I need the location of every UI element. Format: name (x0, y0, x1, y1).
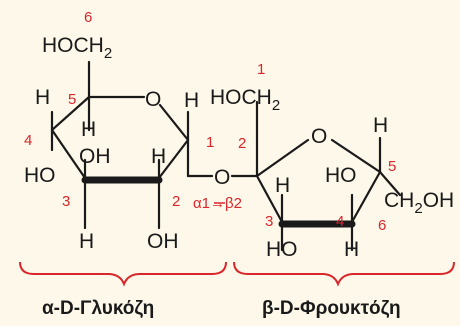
bond-o-c5 (330, 138, 382, 174)
bond-c1-c2 (157, 138, 190, 180)
fructose-num-c3: 3 (265, 213, 273, 230)
glucose-num-c2: 2 (172, 193, 180, 210)
fructose-num-c6: 6 (378, 217, 386, 234)
bond-c2-c3 (255, 174, 284, 224)
fructose-num-c2: 2 (238, 135, 246, 152)
glucose-c5-h-label: H (35, 86, 50, 109)
bond-c5-c6 (378, 170, 402, 197)
fructose-ring-oxygen: O (311, 125, 327, 148)
fructose-num-c5: 5 (388, 158, 396, 175)
glucose-c3-oh-label: OH (79, 145, 111, 168)
glucose-num-c5: 5 (68, 91, 76, 108)
glucose-c4-h-label: H (81, 118, 96, 141)
glycosidic-oxygen: O (214, 166, 230, 189)
glucose-num-c3: 3 (62, 193, 70, 210)
bond-c4-c5 (50, 95, 91, 132)
fructose-c5-h-label: H (373, 114, 388, 137)
glucose-ring (50, 60, 214, 230)
glucose-num-c1: 1 (206, 134, 214, 151)
fructose-num-c1: 1 (257, 61, 265, 78)
bond-c4-c3 (50, 128, 87, 180)
fructose-c4-ho-label: HO (325, 164, 357, 187)
glucose-num-c4: 4 (24, 132, 32, 149)
fructose-ring (255, 100, 402, 252)
fructose-c3-ho-label: HO (266, 238, 298, 261)
fructose-c4-h-label: H (344, 238, 359, 261)
fructose-c1-group: HOCH2 (210, 86, 280, 114)
glucose-c2-h-label: H (151, 145, 166, 168)
glucose-c4-ho-label: HO (24, 164, 56, 187)
bond-c5-c4 (350, 170, 382, 224)
glucose-num-c6: 6 (84, 9, 92, 26)
bond-o-c1 (158, 103, 190, 142)
glucose-ring-oxygen: O (145, 88, 161, 111)
fructose-brace (233, 261, 455, 287)
glucose-c6-group: HOCH2 (42, 34, 112, 62)
glucose-c3-h-label: H (79, 230, 94, 253)
fructose-c6-group: CH2OH (384, 189, 454, 217)
bond-c2-o (255, 138, 310, 178)
glucose-brace (19, 261, 227, 287)
glucose-c1-h-label: H (184, 89, 199, 112)
glucose-name: α-D-Γλυκόζη (42, 298, 154, 319)
fructose-name: β-D-Φρουκτόζη (262, 298, 401, 319)
fructose-c3-h-label: H (275, 174, 290, 197)
fructose-num-c4: 4 (336, 213, 344, 230)
glucose-c2-oh-label: OH (147, 230, 179, 253)
